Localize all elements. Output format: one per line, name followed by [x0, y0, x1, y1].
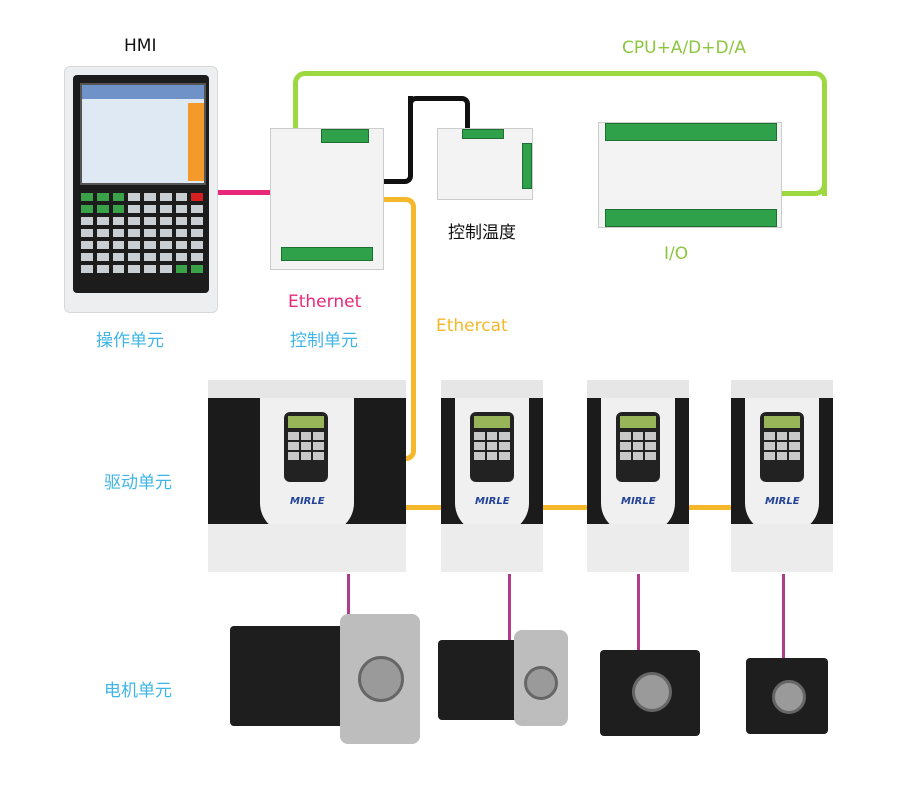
- servo-drive-4: MIRLE: [731, 380, 833, 572]
- motor-cable-3: [637, 574, 640, 650]
- drive-brand-logo: MIRLE: [290, 496, 325, 507]
- servo-motor-1: [230, 606, 430, 746]
- control-unit-label: 控制单元: [290, 331, 358, 351]
- motor-cable-2: [508, 574, 511, 640]
- drive-unit-label: 驱动单元: [104, 473, 172, 493]
- ethernet-wire: [214, 190, 272, 195]
- drive-brand-logo: MIRLE: [621, 496, 656, 507]
- servo-motor-3: [600, 640, 710, 740]
- cpu-label: CPU+A/D+D/A: [622, 38, 746, 58]
- hmi-panel: [64, 66, 218, 313]
- hmi-label: HMI: [124, 36, 157, 56]
- temp-link-wire-lower: [380, 96, 413, 184]
- temperature-controller: [437, 128, 533, 200]
- control-board: [270, 128, 384, 270]
- motor-cable-1: [347, 574, 350, 624]
- ethercat-bus: [400, 505, 740, 510]
- temp-control-label: 控制温度: [448, 223, 516, 243]
- servo-motor-4: [746, 650, 836, 740]
- servo-motor-2: [438, 620, 578, 730]
- io-label: I/O: [664, 244, 689, 264]
- temp-link-wire: [408, 96, 470, 130]
- motor-unit-label: 电机单元: [104, 681, 172, 701]
- motor-cable-4: [782, 574, 785, 660]
- operation-unit-label: 操作单元: [96, 331, 164, 351]
- ethernet-label: Ethernet: [288, 292, 362, 312]
- hmi-keypad: [81, 193, 203, 273]
- servo-drive-1: MIRLE: [208, 380, 406, 572]
- servo-drive-3: MIRLE: [587, 380, 689, 572]
- ethercat-label: Ethercat: [436, 316, 508, 336]
- hmi-screen: [80, 83, 206, 185]
- drive-brand-logo: MIRLE: [475, 496, 510, 507]
- io-module: [598, 122, 782, 228]
- servo-drive-2: MIRLE: [441, 380, 543, 572]
- drive-brand-logo: MIRLE: [765, 496, 800, 507]
- cpu-link-wire-return: [778, 150, 827, 196]
